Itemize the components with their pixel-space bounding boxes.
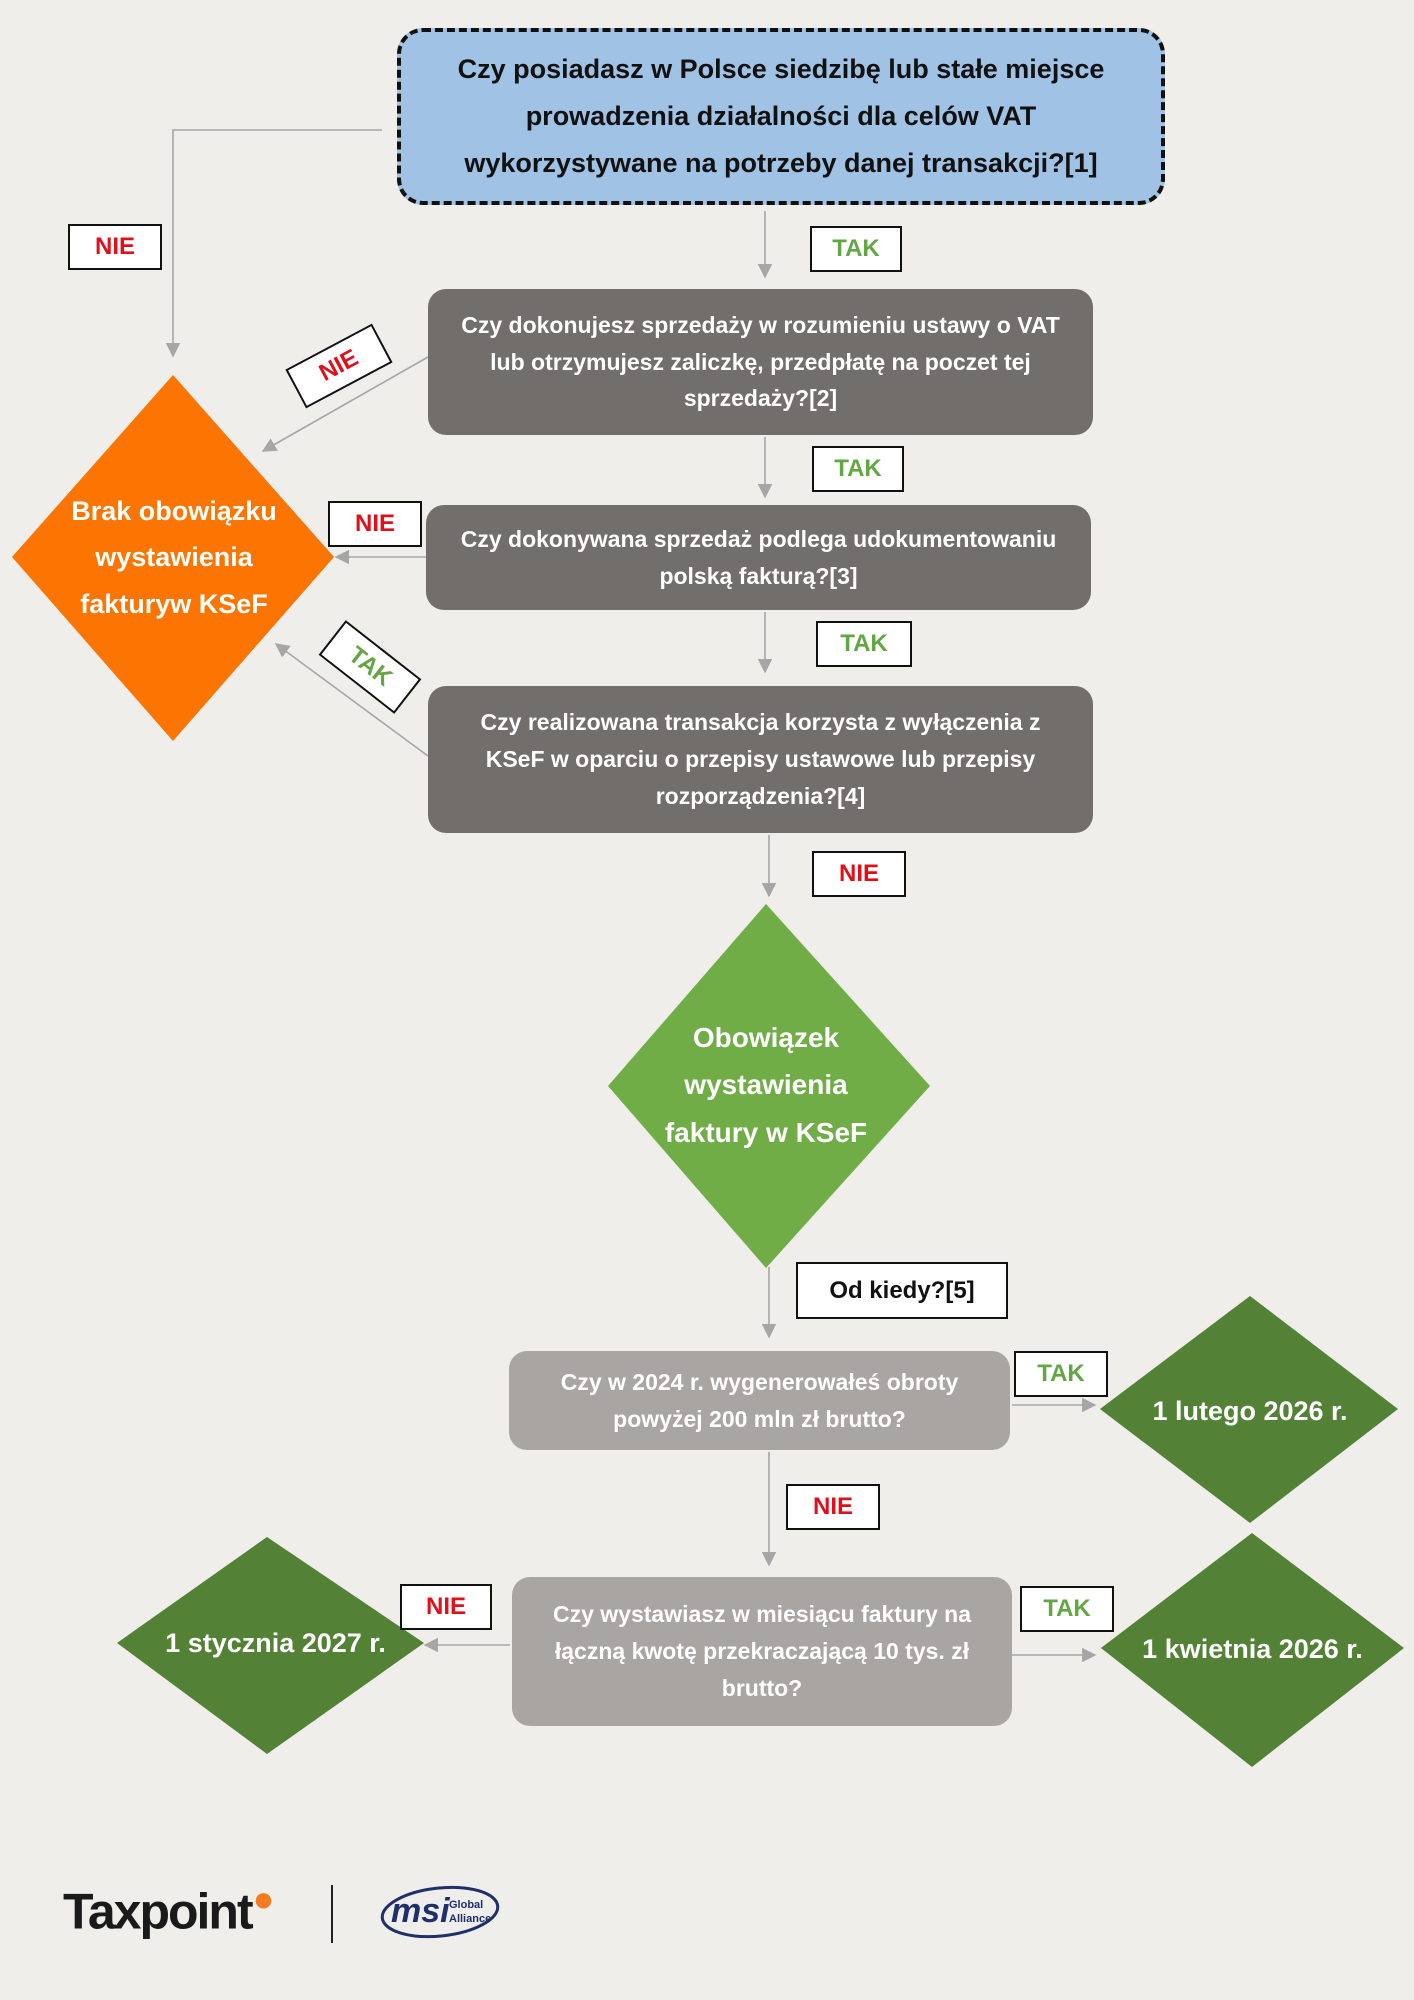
label-q6-tak: TAK <box>1020 1586 1114 1632</box>
arrow-q4-tak <box>274 643 429 757</box>
arrow-q2-nie <box>261 356 429 452</box>
question-polish-invoice: Czy dokonywana sprzedaż podlega udokumen… <box>426 505 1091 610</box>
label-q3-nie: NIE <box>328 501 422 547</box>
label-q4-nie: NIE <box>812 851 906 897</box>
label-q2-tak: TAK <box>812 446 904 492</box>
question-turnover-200mln: Czy w 2024 r. wygenerowałeś obroty powyż… <box>509 1351 1010 1450</box>
arrow-q1-nie <box>165 129 382 358</box>
footer-divider <box>331 1885 333 1943</box>
question-ksef-exemption: Czy realizowana transakcja korzysta z wy… <box>428 686 1093 833</box>
svg-text:Alliance: Alliance <box>449 1913 491 1925</box>
svg-text:Global: Global <box>449 1899 483 1911</box>
obligation-text: Obowiązek wystawienia faktury w KSeF <box>664 1022 868 1148</box>
no-obligation-diamond <box>12 375 334 741</box>
apr-2026-diamond <box>1101 1533 1404 1767</box>
question-seat-in-poland: Czy posiadasz w Polsce siedzibę lub stał… <box>397 28 1165 205</box>
svg-text:msi: msi <box>391 1892 451 1930</box>
feb-2026-diamond <box>1100 1296 1398 1523</box>
question-monthly-10k: Czy wystawiasz w miesiącu faktury na łąc… <box>512 1577 1012 1726</box>
label-from-when: Od kiedy?[5] <box>796 1262 1008 1319</box>
feb-2026-text: 1 lutego 2026 r. <box>1152 1395 1348 1426</box>
label-q5-nie: NIE <box>786 1484 880 1530</box>
label-q5-tak: TAK <box>1014 1351 1108 1397</box>
question-sale-under-vat: Czy dokonujesz sprzedaży w rozumieniu us… <box>428 289 1093 435</box>
label-q3-tak: TAK <box>816 621 912 667</box>
jan-2027-text: 1 stycznia 2027 r. <box>165 1627 386 1658</box>
label-q6-nie: NIE <box>400 1584 492 1630</box>
label-q1-tak: TAK <box>810 226 902 272</box>
no-obligation-text: Brak obowiązku wystawienia fakturyw KSeF <box>71 495 277 619</box>
label-q1-nie: NIE <box>68 224 162 270</box>
taxpoint-logo: Taxpoint● <box>63 1878 274 1940</box>
apr-2026-text: 1 kwietnia 2026 r. <box>1142 1633 1363 1664</box>
jan-2027-diamond <box>117 1537 424 1754</box>
msi-global-alliance-logo: msi Global Alliance <box>380 1885 500 1939</box>
obligation-diamond <box>608 904 930 1268</box>
